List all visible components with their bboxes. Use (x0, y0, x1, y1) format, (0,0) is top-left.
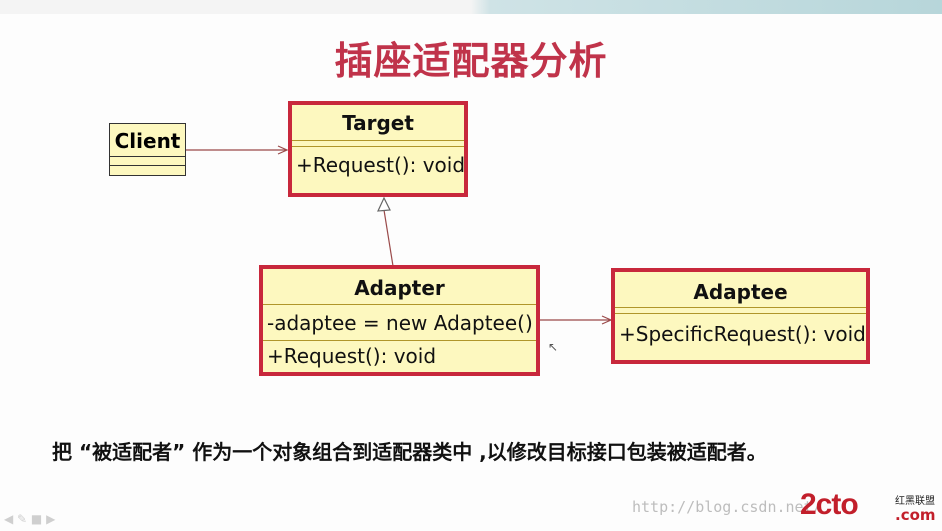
site-logo-domain: .com (895, 506, 936, 524)
adapter-attribute: -adaptee = new Adaptee() (263, 305, 536, 341)
client-class[interactable]: Client (109, 123, 186, 176)
slideshow-controls[interactable]: ◀ ✎ ■ ▶ (4, 512, 56, 526)
adapter-class-name: Adapter (263, 269, 536, 305)
adaptee-class[interactable]: Adaptee +SpecificRequest(): void (611, 268, 870, 364)
window-top-bar (0, 0, 942, 14)
adaptee-attributes (615, 308, 866, 314)
target-operation: +Request(): void (296, 153, 466, 177)
client-operations (110, 166, 185, 175)
site-logo-tagline: 红黑联盟 (895, 496, 935, 507)
site-logo: 2cto (800, 488, 859, 521)
adapter-operation: +Request(): void (267, 344, 437, 368)
adaptee-operation: +SpecificRequest(): void (619, 322, 866, 346)
generalization-triangle (377, 196, 391, 212)
target-class[interactable]: Target +Request(): void (288, 101, 468, 197)
slide-caption: 把 “被适配者” 作为一个对象组合到适配器类中 ,以修改目标接口包装被适配者。 (52, 440, 767, 464)
client-class-name: Client (110, 124, 185, 157)
mouse-cursor-icon: ↖ (548, 340, 559, 354)
slide-title: 插座适配器分析 (334, 39, 608, 83)
adaptee-class-name: Adaptee (615, 272, 866, 308)
association-arrowhead (277, 145, 289, 155)
adapter-target-generalization (383, 209, 394, 267)
adapter-class[interactable]: Adapter -adaptee = new Adaptee() +Reques… (259, 265, 540, 376)
client-attributes (110, 157, 185, 166)
target-class-name: Target (292, 105, 464, 141)
target-attributes (292, 141, 464, 147)
watermark-url: http://blog.csdn.net/ (632, 498, 822, 516)
